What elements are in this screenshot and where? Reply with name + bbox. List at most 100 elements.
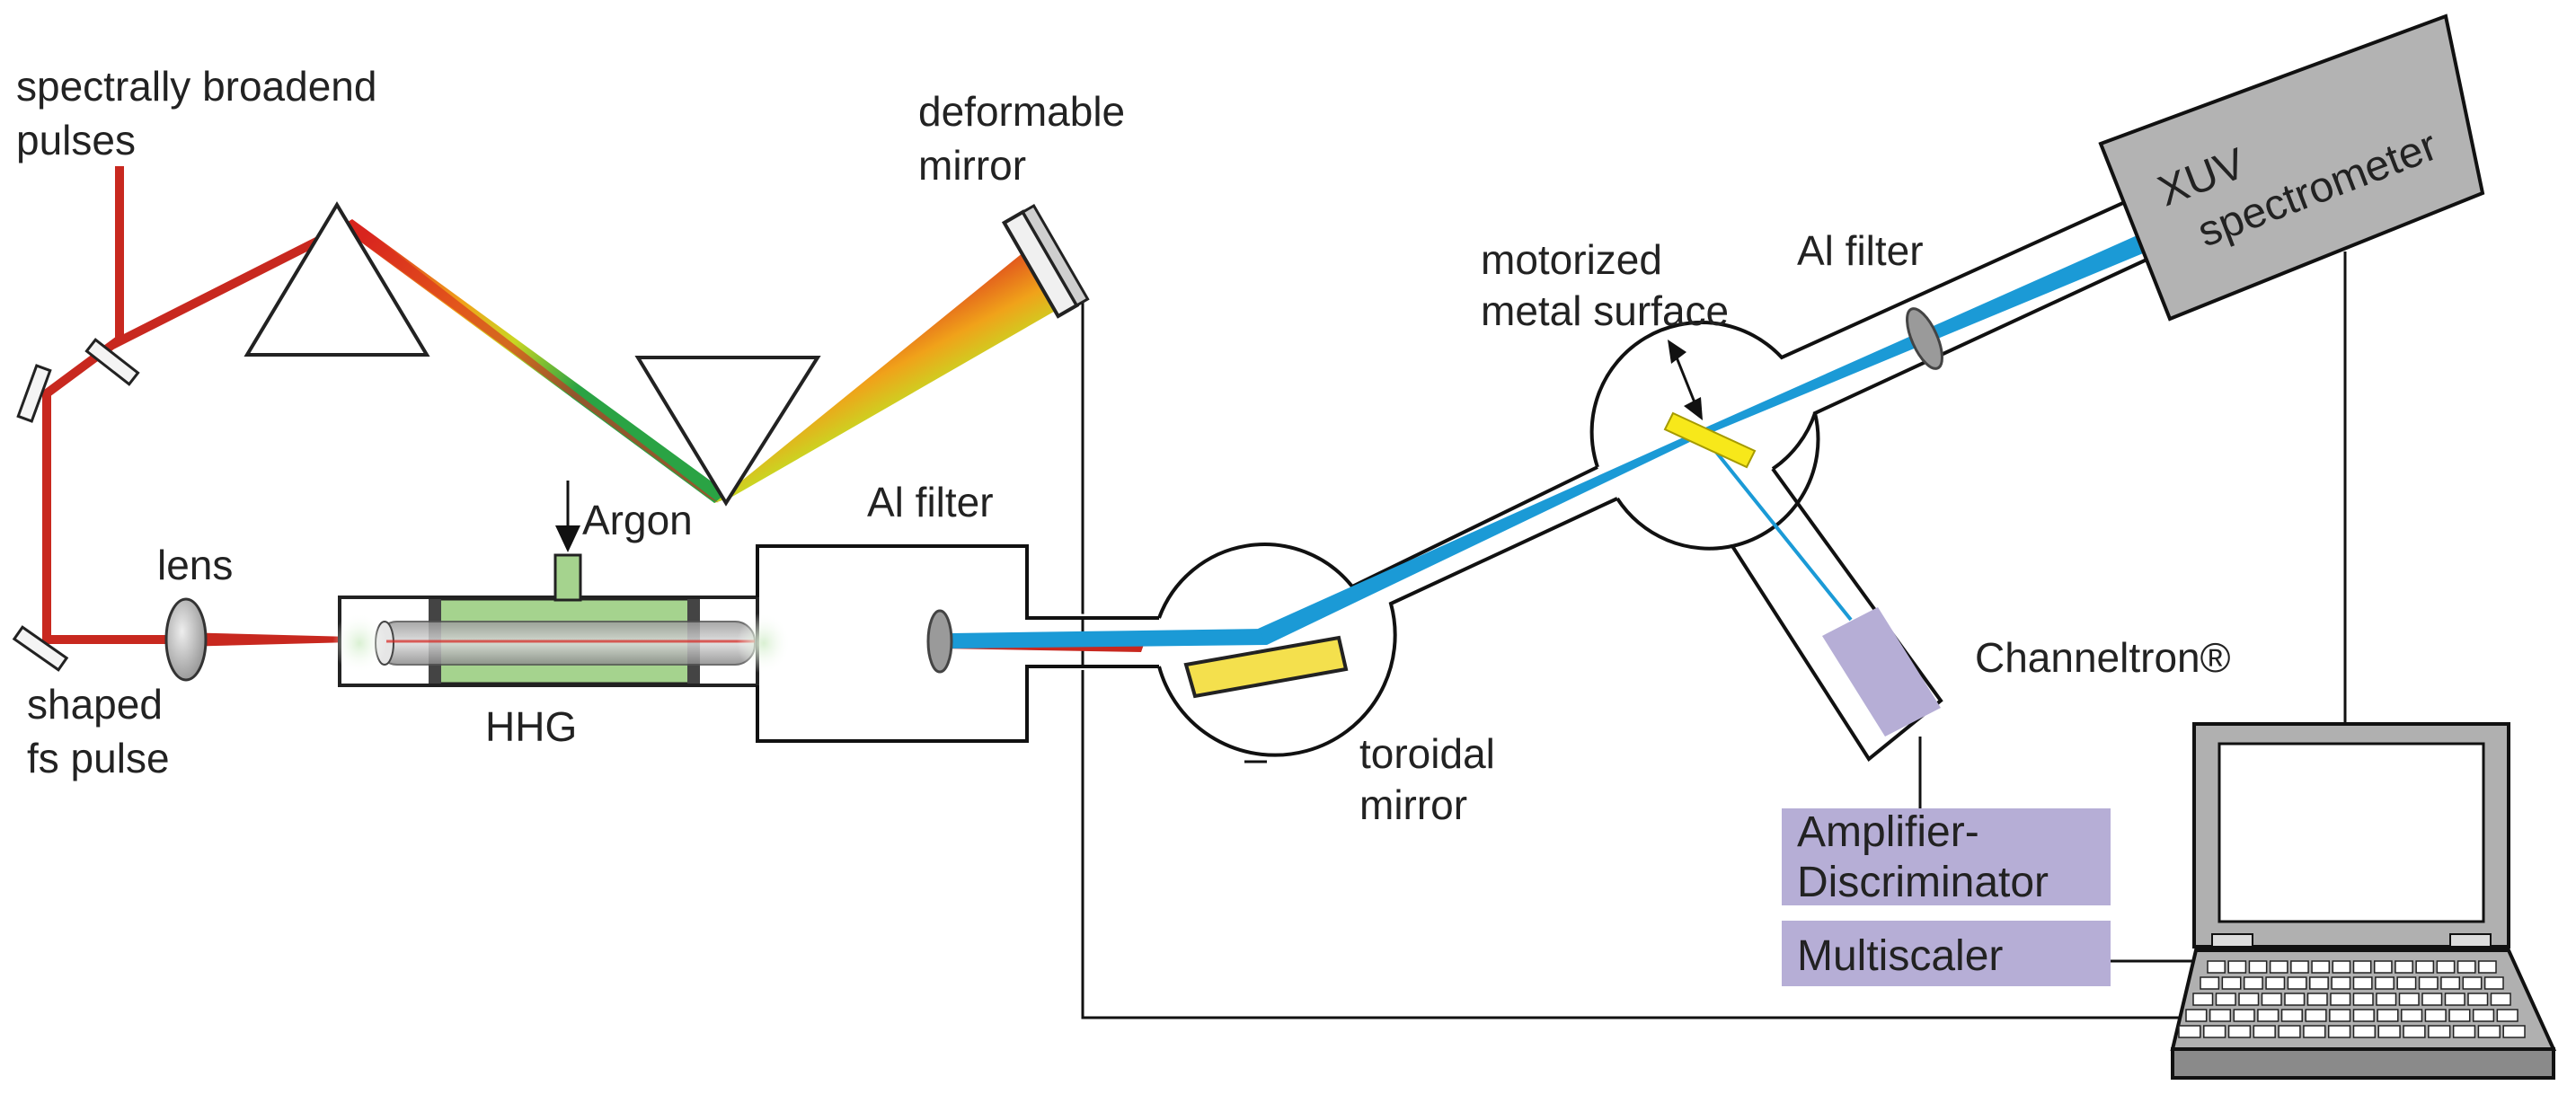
keyboard-key — [2305, 1009, 2327, 1022]
interaction-chamber-outline — [1589, 196, 2157, 762]
argon-label: Argon — [582, 497, 693, 543]
shaped-pulse-label-line2: fs pulse — [27, 735, 170, 781]
keyboard-key — [2257, 1009, 2279, 1022]
keyboard-key — [2261, 993, 2282, 1006]
focused-beam — [180, 632, 386, 647]
keyboard-key — [2329, 1009, 2351, 1022]
keyboard-key — [2403, 1025, 2426, 1038]
keyboard-key — [2377, 1009, 2399, 1022]
keyboard-key — [2375, 976, 2395, 990]
keyboard-key — [2352, 976, 2373, 990]
keyboard-key — [2207, 960, 2226, 974]
toroidal-chamber-outline — [1157, 465, 1618, 757]
laser-beam-input — [42, 166, 344, 644]
broadened-pulses-label-line1: spectrally broadend — [16, 63, 376, 110]
signal-wires — [1081, 251, 2347, 1019]
keyboard-key — [2253, 1025, 2276, 1038]
keyboard-key — [2178, 1025, 2201, 1038]
keyboard-key — [2192, 993, 2214, 1006]
keyboard-key — [2398, 993, 2420, 1006]
keyboard-key — [2227, 1025, 2252, 1038]
keyboard-key — [2203, 1025, 2226, 1038]
gas-cell-icon — [332, 553, 791, 687]
keyboard-key — [2452, 1025, 2476, 1038]
deformable-mirror-label-line1: deformable — [918, 88, 1125, 135]
keyboard-key — [2462, 976, 2483, 990]
toroidal-mirror-label-line1: toroidal — [1359, 730, 1495, 777]
keyboard-key — [2352, 1025, 2377, 1038]
multiscaler-label: Multiscaler — [1797, 932, 2003, 980]
keyboard-key — [2377, 1025, 2401, 1038]
keyboard-key — [2483, 976, 2504, 990]
keyboard-key — [2496, 1009, 2518, 1022]
al-filter-label-1: Al filter — [867, 479, 994, 525]
motion-arrow-icon — [1668, 340, 1703, 420]
amplifier-discriminator-box — [1782, 808, 2111, 905]
keyboard-key — [2280, 1009, 2303, 1022]
keyboard-key — [2331, 976, 2351, 990]
keyboard-key — [2418, 976, 2439, 990]
argon-inlet-arrow — [555, 481, 580, 552]
xuv-spectrometer-box — [2098, 13, 2485, 322]
keyboard-key — [2309, 976, 2329, 990]
keyboard-key — [2227, 960, 2247, 974]
keyboard-key — [2352, 960, 2372, 974]
dispersed-beam-fan-2 — [714, 244, 1065, 503]
vacuum-chamber-outline — [756, 544, 1159, 743]
laptop-icon — [2170, 722, 2557, 1080]
keyboard-key — [2428, 1025, 2451, 1038]
keyboard-key — [2415, 960, 2435, 974]
keyboard-key — [2467, 993, 2489, 1006]
keyboard-key — [2238, 993, 2260, 1006]
keyboard-key — [2440, 976, 2461, 990]
keyboard-key — [2233, 1009, 2255, 1022]
keyboard-key — [2278, 1025, 2301, 1038]
channeltron-detector — [1822, 607, 1941, 737]
lens-label: lens — [157, 542, 233, 588]
keyboard-key — [2477, 1025, 2501, 1038]
keyboard-key — [2269, 960, 2288, 974]
keyboard-key — [2436, 960, 2456, 974]
keyboard-key — [2448, 1009, 2471, 1022]
keyboard-key — [2290, 960, 2309, 974]
keyboard-key — [2215, 993, 2236, 1006]
metal-surface-icon — [1663, 411, 1757, 469]
keyboard-key — [2424, 1009, 2447, 1022]
shaped-pulse-label-line1: shaped — [27, 681, 163, 728]
filter-icon — [1906, 307, 1943, 370]
keyboard-key — [2311, 960, 2331, 974]
keyboard-key — [2287, 976, 2307, 990]
hhg-label: HHG — [485, 703, 577, 750]
prism-icon — [634, 356, 821, 507]
keyboard-key — [2327, 1025, 2351, 1038]
multiscaler-box — [1782, 921, 2111, 986]
keyboard-key — [2330, 993, 2351, 1006]
keyboard-key — [2284, 993, 2306, 1006]
keyboard-key — [2221, 976, 2242, 990]
keyboard-key — [2352, 1009, 2375, 1022]
keyboard-key — [2478, 960, 2497, 974]
keyboard-key — [2472, 1009, 2495, 1022]
keyboard-key — [2456, 960, 2476, 974]
keyboard-key — [2401, 1009, 2423, 1022]
motorized-surface-label-line2: metal surface — [1481, 287, 1729, 334]
amplifier-label-line1: Amplifier- — [1797, 808, 1979, 856]
keyboard-key — [2200, 976, 2220, 990]
deformable-mirror-label-line2: mirror — [918, 142, 1026, 189]
keyboard-key — [2376, 993, 2397, 1006]
mirror-icon — [12, 338, 140, 672]
deformable-mirror-icon — [1001, 203, 1090, 319]
lens-icon — [164, 597, 208, 682]
al-filter-label-2: Al filter — [1797, 227, 1924, 274]
keyboard-key — [2209, 1009, 2232, 1022]
motorized-surface-label-line1: motorized — [1481, 236, 1662, 283]
keyboard-key — [2421, 993, 2443, 1006]
keyboard-key — [2395, 960, 2413, 974]
amplifier-label-line2: Discriminator — [1797, 859, 2049, 906]
keyboard-key — [2332, 960, 2351, 974]
dispersed-beam-fan-1-top — [341, 225, 719, 503]
keyboard-key — [2243, 976, 2263, 990]
channeltron-label: Channeltron® — [1975, 634, 2231, 681]
keyboard-key — [2396, 976, 2417, 990]
